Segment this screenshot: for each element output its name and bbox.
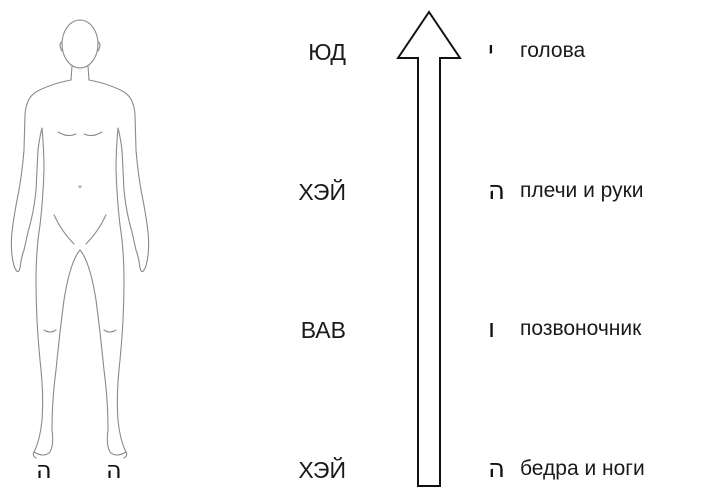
row-hey-lower: ה бедра и ноги <box>488 454 645 484</box>
left-foot-letter: ה <box>36 456 52 484</box>
label-vav: ВАВ <box>300 317 346 343</box>
right-foot-letter: ה <box>106 456 122 484</box>
row-hey-upper: ה плечи и руки <box>488 176 644 206</box>
row-vav: ו позвоночник <box>488 314 641 344</box>
body-part-shoulders-arms: плечи и руки <box>520 179 644 202</box>
hebrew-letter-hey-lower: ה <box>488 454 505 484</box>
label-yod: ЮД <box>308 39 346 65</box>
label-hey-lower: ХЭЙ <box>298 457 346 483</box>
foot-letters: ה ה <box>0 455 160 485</box>
hebrew-letter-vav: ו <box>488 314 496 344</box>
label-hey-upper: ХЭЙ <box>298 179 346 205</box>
body-part-head: голова <box>520 39 586 62</box>
body-part-spine: позвоночник <box>520 317 642 340</box>
row-yod: י голова <box>488 36 585 66</box>
figure-head <box>61 19 99 69</box>
body-part-hips-legs: бедра и ноги <box>520 457 645 480</box>
hebrew-letter-yod: י <box>488 36 494 66</box>
hebrew-letter-hey-upper: ה <box>488 176 505 206</box>
upward-arrow <box>396 10 462 487</box>
human-figure <box>10 19 150 459</box>
